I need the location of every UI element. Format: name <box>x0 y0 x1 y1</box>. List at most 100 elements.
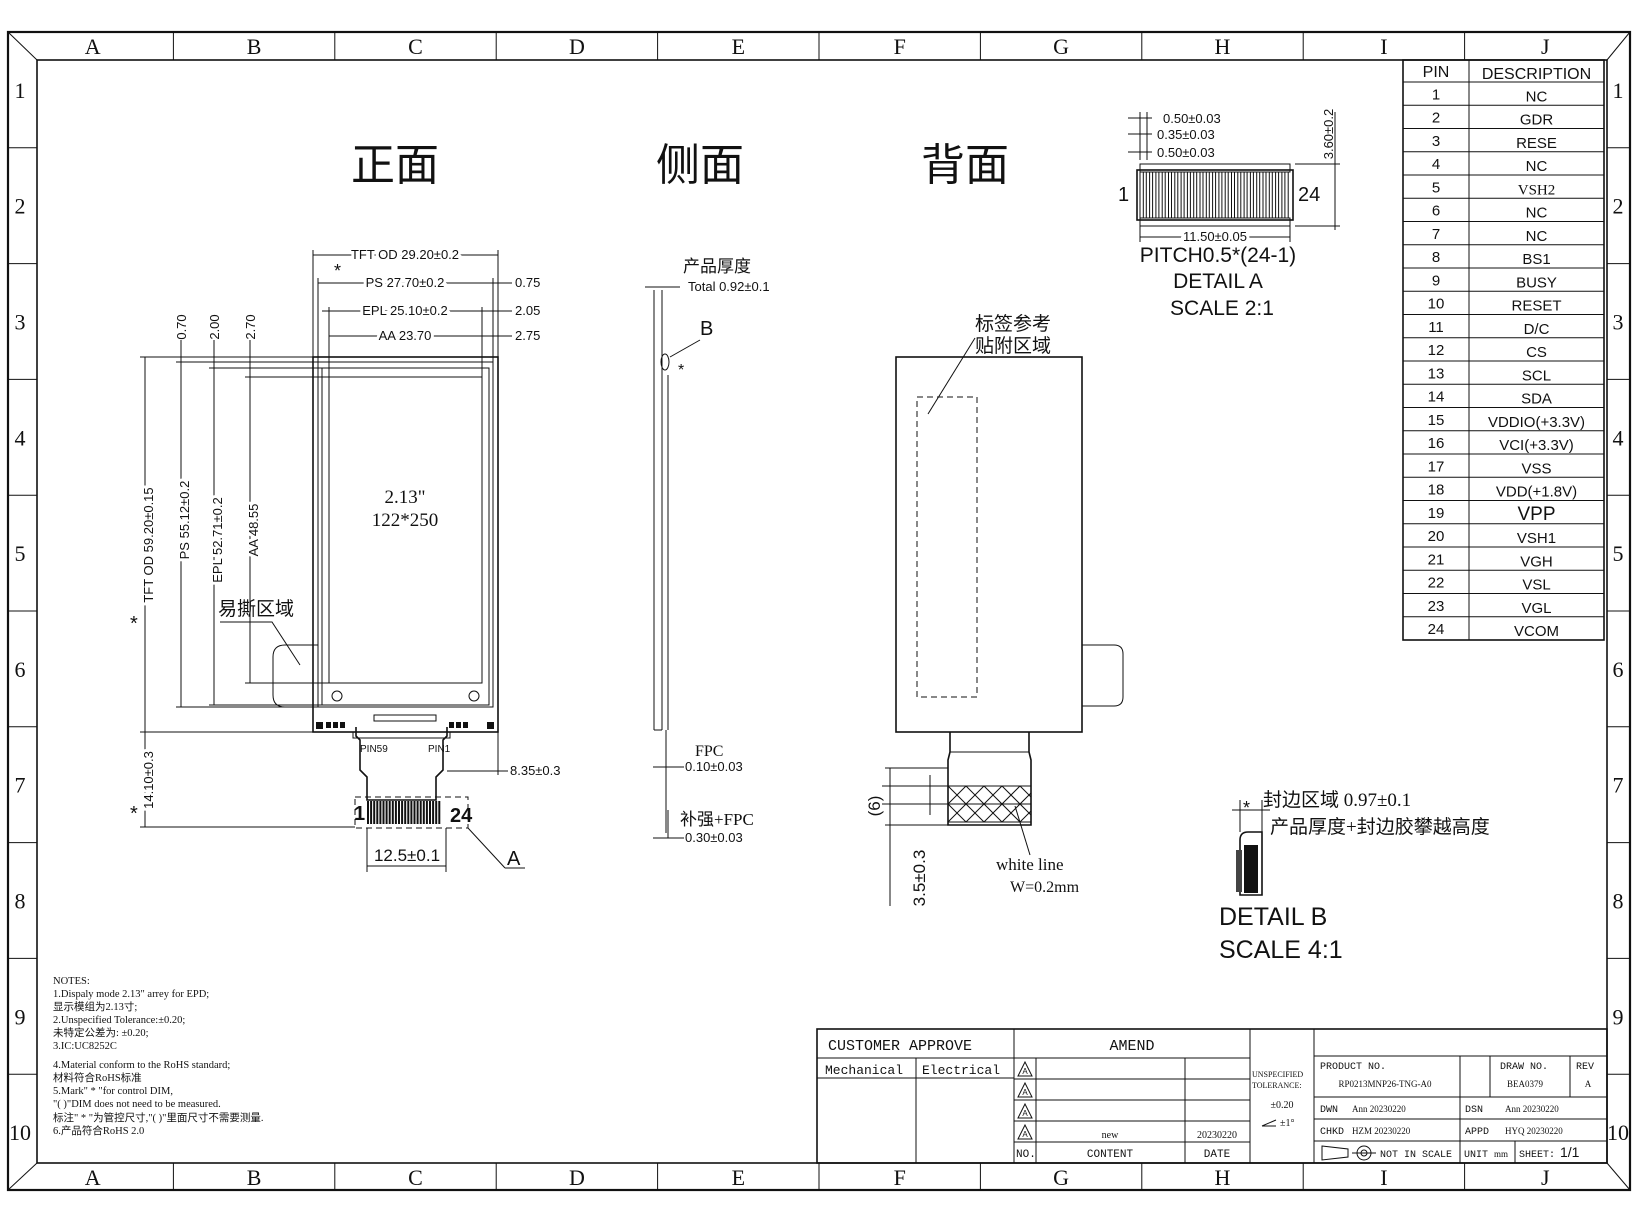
display-resolution: 122*250 <box>372 510 439 531</box>
revision-triangle-icon <box>1017 1081 1033 1098</box>
side-control-star: * <box>678 362 684 379</box>
pin-number: 23 <box>1428 598 1445 615</box>
fpc-finger <box>425 801 428 824</box>
border-col-label: A <box>85 1165 101 1190</box>
detail-finger <box>1265 171 1270 219</box>
back-view-title: 背面 <box>921 141 1009 190</box>
pin-number: 19 <box>1428 505 1445 522</box>
rev-value: A <box>1585 1079 1592 1089</box>
note-line: 4.Material conform to the RoHS standard; <box>53 1060 230 1071</box>
projection-symbol-icon <box>1321 1145 1376 1161</box>
detail-finger <box>1246 171 1251 219</box>
note-line: 3.IC:UC8252C <box>53 1041 117 1052</box>
dim-offset-075: 0.75 <box>515 275 540 290</box>
pin-number: 16 <box>1428 435 1445 452</box>
fpc-finger <box>438 801 441 824</box>
border-col-label: C <box>408 34 423 59</box>
border-row-label: 5 <box>15 541 26 566</box>
border-col-label: B <box>247 34 262 59</box>
dim-ps-height: PS 55.12±0.2 <box>177 481 192 560</box>
border-col-label: F <box>894 1165 906 1190</box>
date-header: DATE <box>1204 1149 1231 1161</box>
fpc-pin-first-label: 1 <box>354 803 365 825</box>
pin-description: RESE <box>1516 135 1557 152</box>
side-view: 产品厚度 Total 0.92±0.1 B * FPC 0.10±0.03 补强… <box>645 257 770 845</box>
fpc-finger <box>370 801 373 824</box>
white-line-width: W=0.2mm <box>1010 879 1080 896</box>
detail-finger <box>1259 171 1264 219</box>
border-col-label: E <box>732 1165 745 1190</box>
pin-number: 20 <box>1428 528 1445 545</box>
border-col-label: D <box>569 1165 585 1190</box>
pin-number: 18 <box>1428 482 1445 499</box>
pin-number: 24 <box>1428 621 1445 638</box>
detail-finger <box>1240 171 1245 219</box>
fpc-finger <box>413 801 416 824</box>
mechanical-label: Mechanical <box>825 1063 903 1078</box>
border-row-label: 2 <box>1613 194 1624 219</box>
dim-offset-275: 2.75 <box>515 328 540 343</box>
detail-finger <box>1215 171 1220 219</box>
border-row-label: 1 <box>15 78 26 103</box>
border-row-label: 9 <box>15 1004 26 1029</box>
fpc-finger <box>388 801 391 824</box>
pin-description: BS1 <box>1522 251 1550 268</box>
dsn-value: Ann 20230220 <box>1505 1104 1559 1114</box>
notes-block: NOTES:1.Dispaly mode 2.13" arrey for EPD… <box>53 976 264 1137</box>
note-line: 材料符合RoHS标准 <box>53 1071 142 1084</box>
product-no-label: PRODUCT NO. <box>1320 1062 1386 1073</box>
total-thickness: Total 0.92±0.1 <box>688 279 770 294</box>
pin-header: PIN <box>1423 64 1450 81</box>
dim-270: 2.70 <box>243 314 258 339</box>
fpc-finger <box>385 801 388 824</box>
dwn-label: DWN <box>1320 1105 1338 1116</box>
dsn-label: DSN <box>1465 1105 1483 1116</box>
fpc-pin59-label: PIN59 <box>360 744 388 755</box>
tolerance-label: TOLERANCE: <box>1252 1081 1302 1090</box>
detail-finger <box>1183 171 1188 219</box>
dim-offset-205: 2.05 <box>515 303 540 318</box>
border-col-label: E <box>732 34 745 59</box>
detail-finger <box>1145 171 1151 219</box>
border-col-label: I <box>1380 1165 1387 1190</box>
pin-number: 9 <box>1432 272 1440 289</box>
tolerance-value: ±0.20 <box>1271 1100 1294 1111</box>
pin-number: 4 <box>1432 156 1440 173</box>
fpc-finger <box>422 801 425 824</box>
detail-finger <box>1196 171 1201 219</box>
dim-200: 2.00 <box>207 314 222 339</box>
front-view: PIN59 PIN1 1 24 TFT OD 29.20±0.2 PS 27.7… <box>130 244 561 872</box>
fpc-finger <box>416 801 419 824</box>
detail-a: 1 24 0.50±0.03 0.35±0.03 0.50±0.03 3.60±… <box>1118 109 1340 320</box>
border-row-label: 1 <box>1613 78 1624 103</box>
sheet-value: 1/1 <box>1560 1144 1580 1160</box>
border-row-label: 9 <box>1613 1004 1624 1029</box>
pin-number: 11 <box>1428 319 1444 336</box>
detail-a-pitch: PITCH0.5*(24-1) <box>1140 244 1296 267</box>
detail-finger <box>1152 171 1157 219</box>
pin-description: VSH1 <box>1517 530 1556 547</box>
detail-b-star: * <box>1243 798 1250 818</box>
pin-number: 8 <box>1432 249 1440 266</box>
pin-description: VGL <box>1521 600 1551 617</box>
border-row-label: 8 <box>1613 889 1624 914</box>
dim-ps-width: PS 27.70±0.2 <box>366 275 445 290</box>
border-row-label: 4 <box>15 425 26 450</box>
detail-b-note: 产品厚度+封边胶攀越高度 <box>1270 816 1490 838</box>
detail-b-scale: SCALE 4:1 <box>1219 936 1343 964</box>
detail-a-title: DETAIL A <box>1173 270 1263 293</box>
draw-no-label: DRAW NO. <box>1500 1062 1548 1073</box>
unspecified-label: UNSPECIFIED <box>1252 1070 1303 1079</box>
border-col-label: H <box>1215 1165 1231 1190</box>
border-col-label: C <box>408 1165 423 1190</box>
detail-finger <box>1227 171 1232 219</box>
pin-number: 1 <box>1432 86 1440 103</box>
dim-fpc-offset: 8.35±0.3 <box>510 763 561 778</box>
fpc-pin-last-label: 24 <box>450 805 473 827</box>
dim-tft-od-height: TFT OD 59.20±0.15 <box>141 487 156 602</box>
note-line: 未特定公差为: ±0.20; <box>53 1026 149 1039</box>
fpc-finger <box>410 801 413 824</box>
pin-description: VCOM <box>1514 623 1559 640</box>
angle-tolerance: ±1° <box>1280 1118 1295 1129</box>
